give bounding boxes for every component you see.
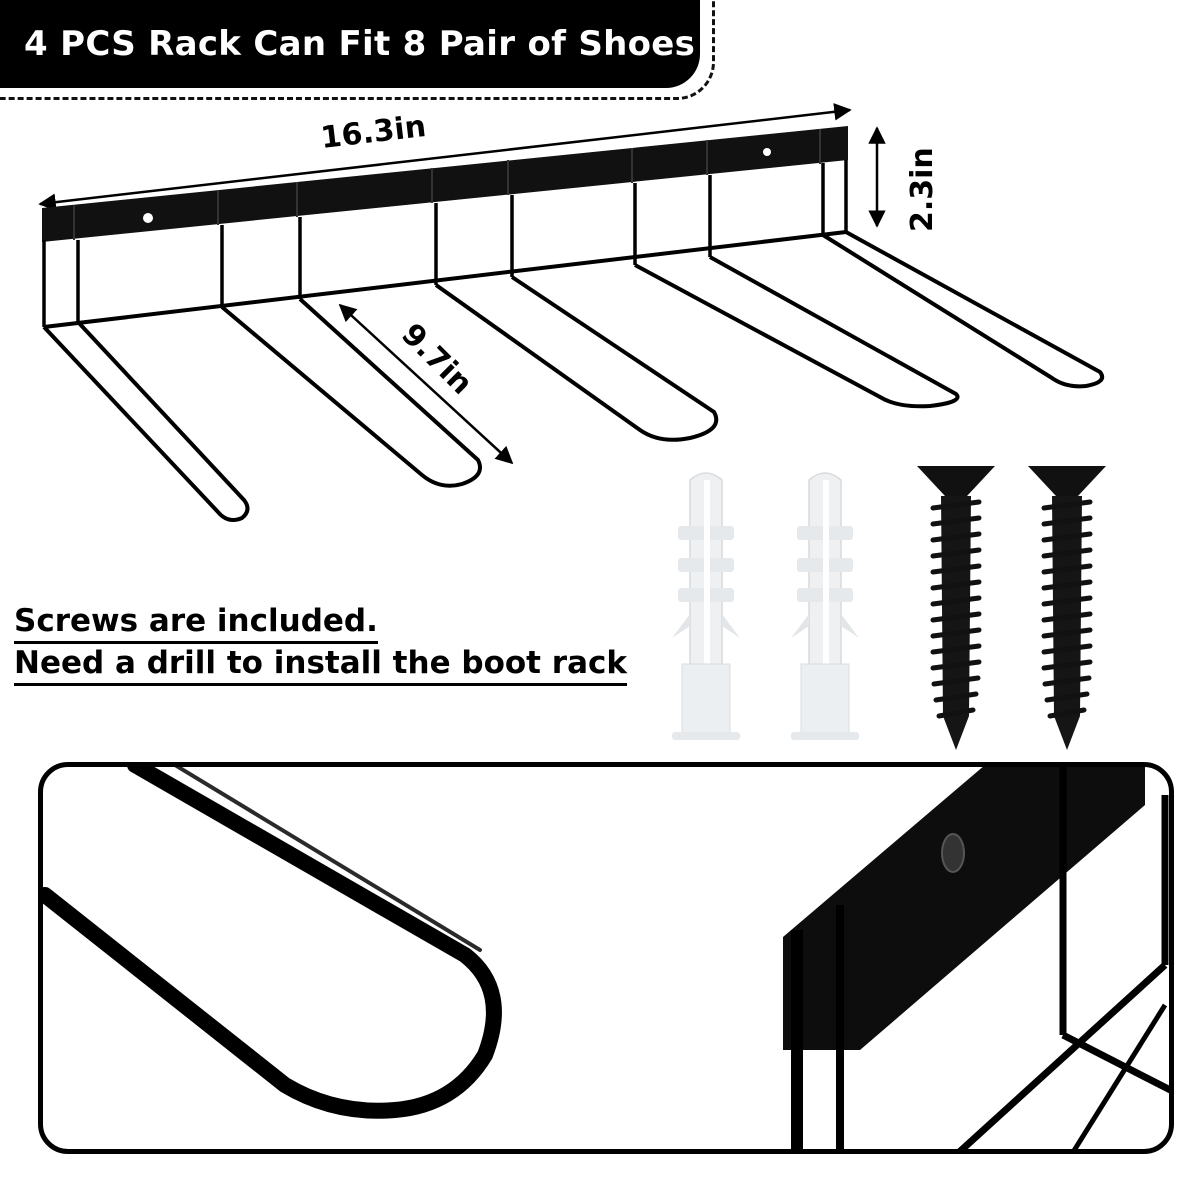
note-screws-included: Screws are included.: [14, 606, 378, 644]
wall-anchor-icon: [791, 472, 859, 740]
banner-title: 4 PCS Rack Can Fit 8 Pair of Shoes: [24, 24, 696, 64]
prong-1: [42, 320, 250, 522]
closeup-drawing: [43, 767, 1169, 1149]
banner-dashed-outline: [0, 0, 715, 100]
wall-anchor-icon: [672, 472, 740, 740]
depth-label: 9.7in: [394, 317, 479, 402]
height-dimension: 2.3in: [868, 126, 940, 232]
rack-vertical-wires: [42, 160, 848, 327]
rack-prongs: [42, 230, 1105, 522]
screw-icon: [917, 466, 995, 750]
wire-loop-closeup: [43, 767, 502, 1119]
prong-4: [634, 255, 960, 409]
title-banner: 4 PCS Rack Can Fit 8 Pair of Shoes: [0, 0, 700, 88]
rack-back-plate: [42, 126, 848, 242]
note-drill-required: Need a drill to install the boot rack: [14, 648, 627, 686]
plate-closeup: [783, 767, 1169, 1149]
screw-head-icon: [941, 833, 965, 873]
height-label: 2.3in: [905, 147, 940, 232]
closeup-detail-panel: [38, 762, 1174, 1154]
prong-5: [821, 230, 1105, 389]
prong-3: [434, 275, 719, 442]
depth-dimension: 9.7in: [338, 303, 514, 465]
prong-2: [220, 297, 482, 488]
width-label: 16.3in: [319, 109, 428, 156]
rack-bottom-rail: [43, 230, 847, 329]
screw-icon: [1028, 466, 1106, 750]
